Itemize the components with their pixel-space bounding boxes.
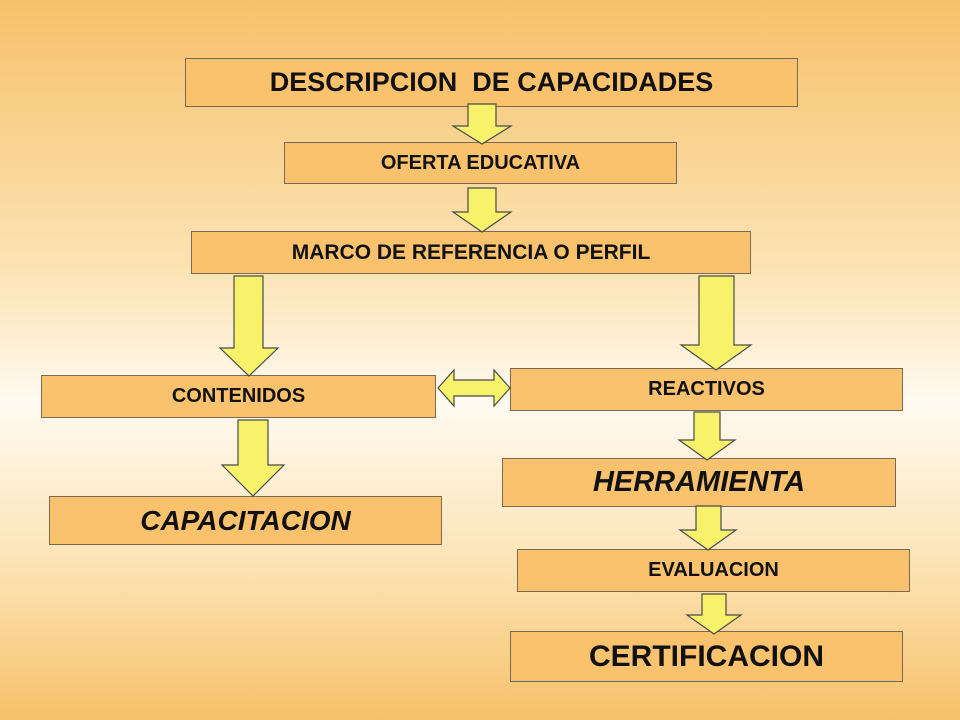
node-label: CERTIFICACION bbox=[589, 639, 824, 673]
node-label: CAPACITACION bbox=[140, 504, 351, 536]
node-label: DESCRIPCION DE CAPACIDADES bbox=[269, 67, 714, 97]
arrow-down-icon bbox=[450, 103, 514, 145]
node-label: REACTIVOS bbox=[648, 378, 765, 400]
node-contenidos: CONTENIDOS bbox=[41, 375, 436, 418]
node-descripcion-capacidades: DESCRIPCION DE CAPACIDADES bbox=[185, 58, 798, 107]
node-marco-referencia: MARCO DE REFERENCIA O PERFIL bbox=[191, 231, 751, 274]
arrow-down-icon bbox=[685, 593, 743, 635]
arrow-down-icon bbox=[679, 275, 753, 371]
node-label: HERRAMIENTA bbox=[592, 466, 806, 498]
node-capacitacion: CAPACITACION bbox=[49, 496, 442, 545]
node-label: EVALUACION bbox=[648, 559, 779, 581]
node-herramienta: HERRAMIENTA bbox=[502, 458, 896, 507]
node-label: CONTENIDOS bbox=[171, 385, 306, 407]
double-arrow-icon bbox=[437, 368, 511, 408]
node-evaluacion: EVALUACION bbox=[517, 549, 910, 592]
arrow-down-icon bbox=[677, 411, 737, 461]
node-reactivos: REACTIVOS bbox=[510, 368, 903, 411]
node-certificacion: CERTIFICACION bbox=[510, 631, 903, 682]
arrow-down-icon bbox=[678, 505, 738, 551]
node-label: OFERTA EDUCATIVA bbox=[380, 151, 581, 174]
arrow-down-icon bbox=[218, 275, 280, 377]
arrow-down-icon bbox=[451, 187, 513, 233]
node-label: MARCO DE REFERENCIA O PERFIL bbox=[291, 240, 651, 264]
arrow-down-icon bbox=[220, 419, 286, 497]
